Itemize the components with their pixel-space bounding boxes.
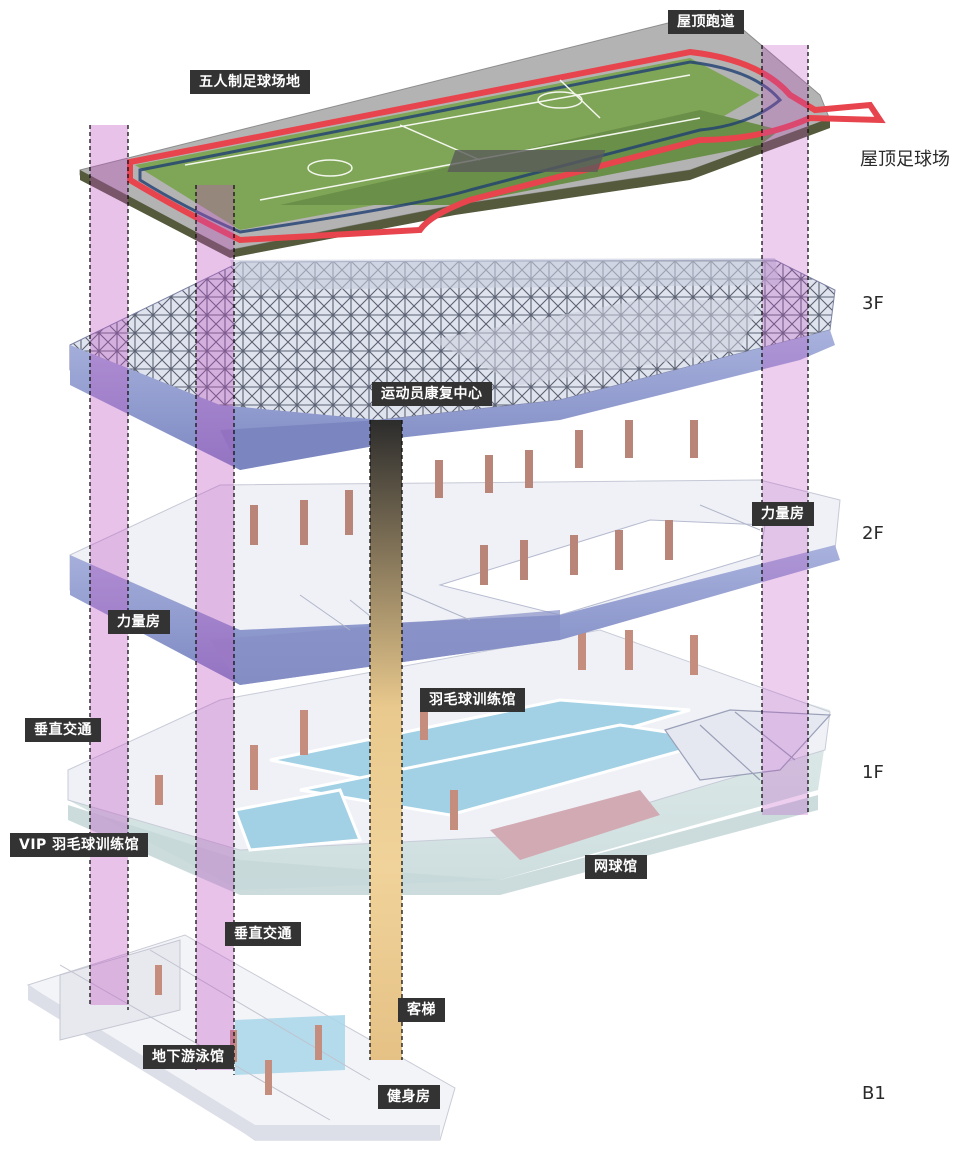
b1-level [26,934,456,1141]
weight-room-left-tag: 力量房 [108,610,170,634]
floor-label-roof: 屋顶足球场 [860,149,950,170]
1f-level [67,625,832,895]
floor-label-2f: 2F [862,523,884,544]
floor-label-3f: 3F [862,293,884,314]
floor-label-1f: 1F [862,762,884,783]
five-a-side-tag: 五人制足球场地 [190,70,310,94]
floor-label-b1: B1 [862,1083,886,1104]
3f-level [69,258,836,470]
turf [135,58,760,230]
gym-tag: 健身房 [378,1085,440,1109]
badminton-hall-tag: 羽毛球训练馆 [420,688,525,712]
vertical-circulation-center-tag: 垂直交通 [225,922,301,946]
elevator-shaft [370,420,402,1060]
vip-badminton-tag: VIP 羽毛球训练馆 [10,833,149,857]
rehab-center-tag: 运动员康复中心 [372,382,492,406]
core-left [90,125,128,1005]
2f-level [69,420,841,685]
pool-water [235,1015,345,1075]
vertical-circulation-left-tag: 垂直交通 [25,718,101,742]
roof-level [79,9,886,258]
tennis-hall-tag: 网球馆 [585,855,647,879]
underground-pool-tag: 地下游泳馆 [143,1045,234,1069]
roof-track-tag: 屋顶跑道 [668,10,744,34]
weight-room-right-tag: 力量房 [752,502,814,526]
running-track [127,48,886,244]
tennis-court [490,790,660,860]
passenger-elevator-tag: 客梯 [398,998,445,1022]
core-right [762,45,808,815]
